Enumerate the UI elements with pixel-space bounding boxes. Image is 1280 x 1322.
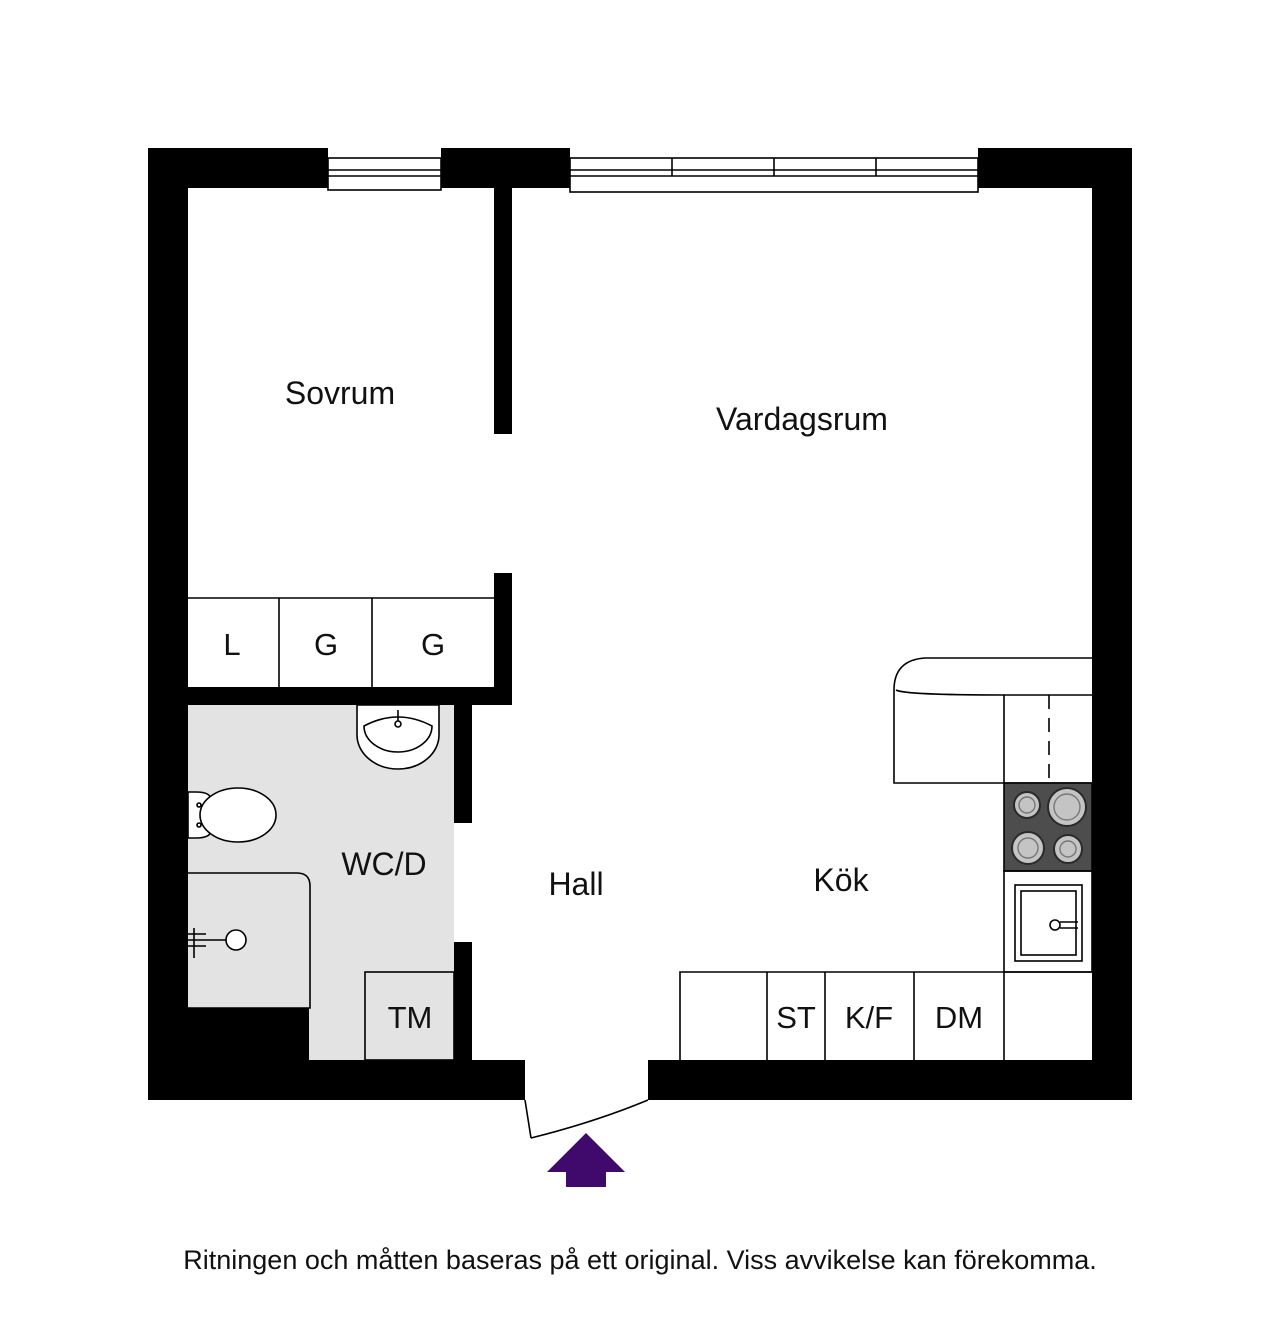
closet-row: [188, 597, 494, 687]
appliance-label-dm: DM: [935, 1000, 983, 1035]
toilet-icon: [187, 787, 277, 843]
disclaimer-text: Ritningen och måtten baseras på ett orig…: [183, 1245, 1097, 1275]
interior-walls: [187, 188, 512, 1060]
window-bedroom: [327, 157, 442, 191]
room-label-kok: Kök: [813, 862, 869, 898]
stove-icon: [1003, 782, 1093, 872]
shower-icon: [187, 872, 311, 1009]
room-label-vardagsrum: Vardagsrum: [716, 401, 888, 437]
outer-walls: [148, 148, 1132, 1100]
entrance-door: [524, 1099, 649, 1139]
kitchen-cabinets: [679, 971, 1092, 1060]
appliance-label-st: ST: [776, 1000, 816, 1035]
appliance-label-kf: K/F: [845, 1000, 893, 1035]
kitchen-counter-top: [893, 657, 1092, 784]
entrance-arrow-icon: [547, 1133, 625, 1187]
kitchen-sink-icon: [1003, 870, 1093, 973]
room-label-hall: Hall: [548, 866, 603, 902]
closet-label-tm: TM: [388, 1000, 433, 1035]
closet-tm: [364, 971, 455, 1061]
room-label-wc: WC/D: [341, 846, 426, 882]
closet-label-g2: G: [421, 627, 445, 662]
room-label-sovrum: Sovrum: [285, 375, 395, 411]
window-living-room: [569, 157, 979, 193]
sink-icon: [356, 704, 440, 770]
closet-label-l: L: [223, 627, 240, 662]
closet-label-g1: G: [314, 627, 338, 662]
